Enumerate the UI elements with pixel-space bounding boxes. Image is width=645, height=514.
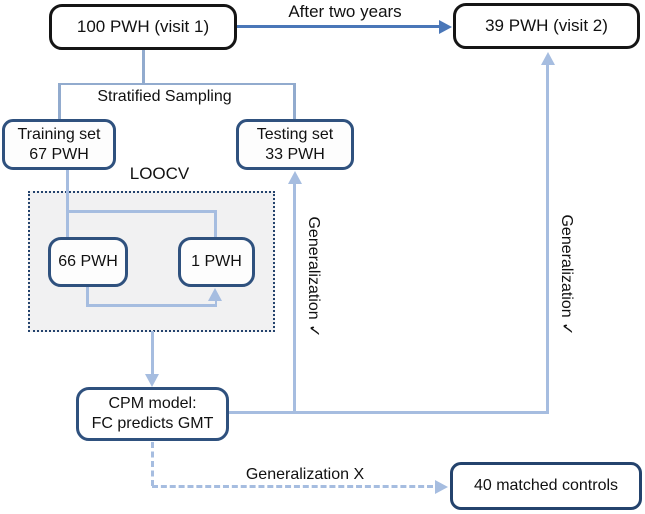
label-generalization-visit2: Generalization ✓	[558, 214, 575, 336]
connector-loocv-1pwh-down	[214, 210, 217, 238]
node-matched-controls: 40 matched controls	[450, 462, 642, 510]
node-testing-set: Testing set 33 PWH	[236, 119, 354, 170]
node-loocv-holdout-label: 1 PWH	[191, 253, 242, 270]
connector-loocv-horizontal	[66, 210, 216, 213]
connector-loop-up	[214, 299, 217, 306]
arrowhead-up-visit2-icon	[540, 52, 555, 65]
connector-cpm-horizontal	[229, 411, 549, 414]
label-stratified-sampling: Stratified Sampling	[97, 88, 232, 105]
node-matched-controls-label: 40 matched controls	[473, 477, 619, 494]
node-training-set-line1: Training set	[17, 125, 101, 143]
arrowhead-right-visit2-icon	[439, 19, 452, 34]
node-testing-set-line1: Testing set	[256, 125, 334, 143]
node-training-set-line2: 67 PWH	[29, 145, 89, 163]
connector-up-testing	[293, 182, 296, 414]
arrowhead-up-1pwh-icon	[208, 288, 222, 301]
node-visit2: 39 PWH (visit 2)	[453, 3, 640, 49]
connector-loocv-cpm	[150, 331, 154, 375]
label-generalization-testing: Generalization ✓	[305, 216, 322, 338]
connector-split-testing	[293, 82, 296, 120]
connector-split-training	[58, 82, 61, 120]
arrowhead-right-controls-icon	[435, 479, 448, 494]
node-visit1: 100 PWH (visit 1)	[49, 4, 237, 50]
node-cpm-model-line1: CPM model:	[108, 395, 197, 412]
connector-visit1-down	[142, 50, 145, 84]
dashed-cpm-controls	[152, 485, 433, 488]
connector-training-loocv	[66, 169, 69, 238]
node-loocv-train-label: 66 PWH	[58, 253, 118, 270]
arrowhead-down-cpm-icon	[145, 374, 159, 387]
node-cpm-model-line2: FC predicts GMT	[91, 415, 214, 432]
arrowhead-up-testing-icon	[287, 171, 302, 184]
connector-after-two-years	[237, 25, 441, 28]
node-cpm-model: CPM model: FC predicts GMT	[76, 387, 229, 441]
connector-loop-down	[86, 286, 89, 306]
dashed-cpm-down	[150, 442, 154, 486]
node-visit2-label: 39 PWH (visit 2)	[485, 16, 608, 36]
node-loocv-holdout: 1 PWH	[178, 237, 255, 287]
connector-split-horizontal	[58, 82, 295, 85]
connector-loop-horizontal	[86, 304, 217, 307]
connector-up-visit2	[546, 63, 549, 414]
label-loocv: LOOCV	[129, 164, 190, 183]
node-visit1-label: 100 PWH (visit 1)	[76, 17, 210, 37]
node-training-set: Training set 67 PWH	[2, 119, 116, 170]
label-after-two-years: After two years	[288, 2, 402, 21]
label-generalization-controls: Generalization X	[245, 466, 365, 483]
node-testing-set-line2: 33 PWH	[265, 145, 325, 163]
node-loocv-train: 66 PWH	[48, 237, 128, 287]
